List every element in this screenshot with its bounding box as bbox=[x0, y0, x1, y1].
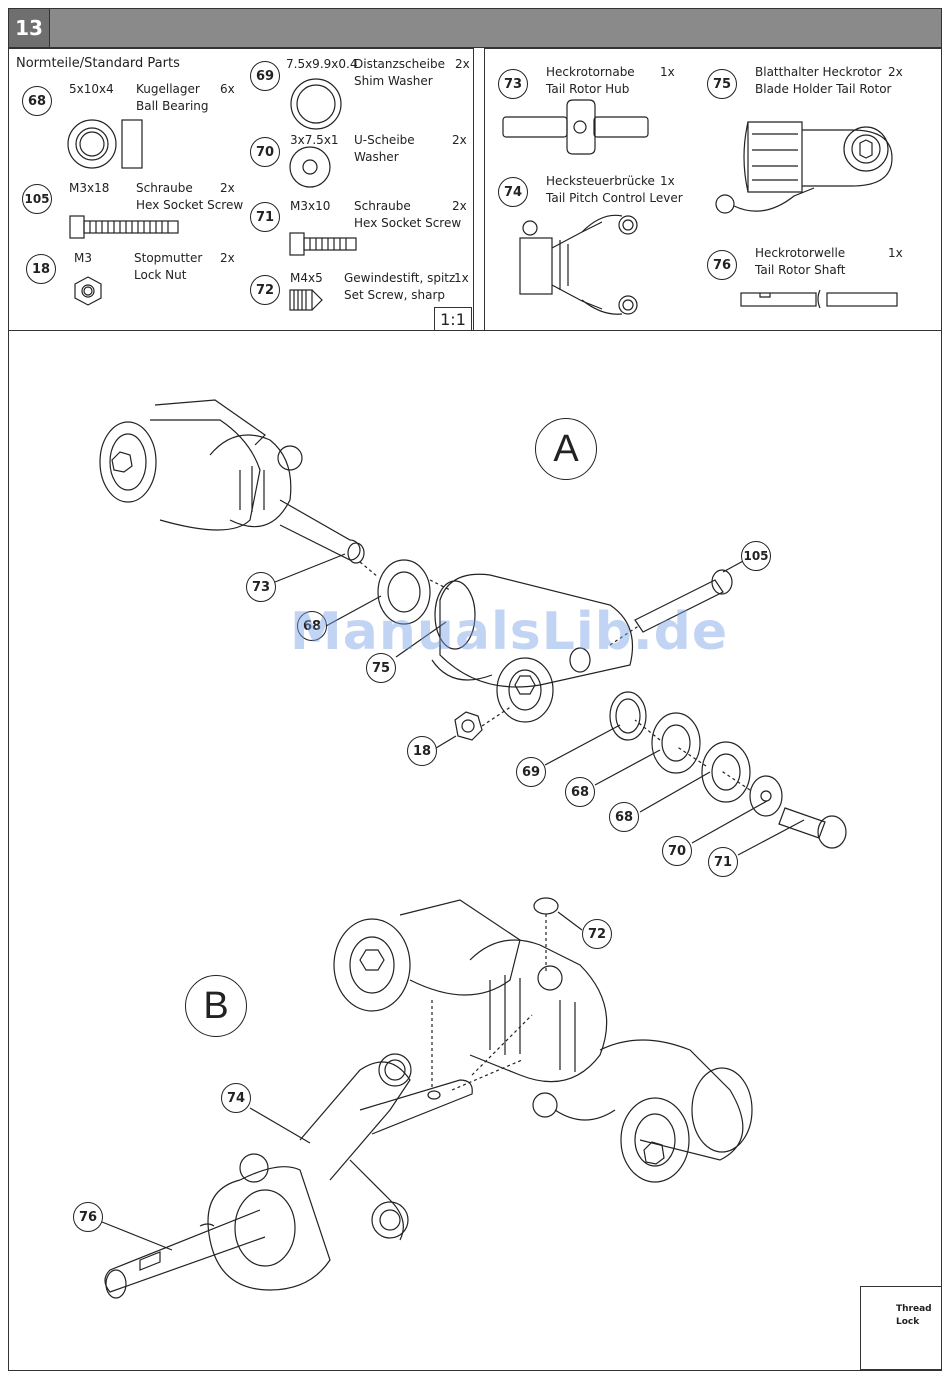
thread-lock-box bbox=[860, 1286, 942, 1370]
callout-72: 72 bbox=[582, 919, 612, 949]
part-name-de: Gewindestift, spitz bbox=[344, 271, 456, 285]
part-name-de: Schraube bbox=[136, 181, 193, 195]
part-name-en: Set Screw, sharp bbox=[344, 288, 445, 302]
part-qty: 2x bbox=[455, 57, 470, 71]
part-name-de: Blatthalter Heckrotor bbox=[755, 65, 882, 79]
part-name-en: Tail Pitch Control Lever bbox=[546, 191, 683, 205]
washer-icon bbox=[289, 146, 331, 188]
part-badge-71: 71 bbox=[250, 202, 280, 232]
part-badge-73: 73 bbox=[498, 69, 528, 99]
tail-rotor-shaft-icon bbox=[740, 289, 898, 309]
part-badge-18: 18 bbox=[26, 254, 56, 284]
diagram-a-label: A bbox=[535, 418, 597, 480]
hex-socket-screw-small-icon bbox=[289, 232, 357, 256]
part-badge-68: 68 bbox=[22, 86, 52, 116]
assembly-panel bbox=[8, 330, 942, 1371]
part-size: 3x7.5x1 bbox=[290, 133, 339, 147]
ball-bearing-icon bbox=[67, 119, 143, 169]
step-header-bar bbox=[8, 8, 942, 48]
watermark: ManualsLib.de bbox=[290, 602, 729, 662]
lock-nut-icon bbox=[74, 276, 102, 306]
part-qty: 2x bbox=[220, 251, 235, 265]
callout-68: 68 bbox=[609, 802, 639, 832]
tail-pitch-lever-icon bbox=[519, 214, 638, 315]
part-name-de: Stopmutter bbox=[134, 251, 203, 265]
callout-70: 70 bbox=[662, 836, 692, 866]
part-qty: 1x bbox=[888, 246, 903, 260]
part-size: 7.5x9.9x0.4 bbox=[286, 57, 358, 71]
part-name-de: Hecksteuerbrücke bbox=[546, 174, 655, 188]
part-size: M3 bbox=[74, 251, 92, 265]
part-name-de: Distanzscheibe bbox=[354, 57, 445, 71]
callout-73: 73 bbox=[246, 572, 276, 602]
part-badge-76: 76 bbox=[707, 250, 737, 280]
thread-lock-line1: Thread bbox=[896, 1304, 932, 1314]
diagram-b-label: B bbox=[185, 975, 247, 1037]
part-size: 5x10x4 bbox=[69, 82, 114, 96]
assembly-a-drawing bbox=[99, 399, 847, 849]
assembly-b-drawing bbox=[104, 897, 753, 1299]
part-name-en: Blade Holder Tail Rotor bbox=[755, 82, 892, 96]
part-size: M4x5 bbox=[290, 271, 323, 285]
blade-holder-icon bbox=[715, 121, 893, 214]
part-name-en: Lock Nut bbox=[134, 268, 187, 282]
part-qty: 2x bbox=[888, 65, 903, 79]
thread-lock-label: Thread Lock bbox=[896, 1303, 932, 1329]
part-badge-105: 105 bbox=[22, 184, 52, 214]
part-name-en: Ball Bearing bbox=[136, 99, 209, 113]
part-badge-74: 74 bbox=[498, 177, 528, 207]
part-qty: 2x bbox=[452, 133, 467, 147]
part-qty: 1x bbox=[454, 271, 469, 285]
part-name-en: Tail Rotor Hub bbox=[546, 82, 630, 96]
hex-socket-screw-icon bbox=[69, 215, 179, 239]
callout-68: 68 bbox=[565, 777, 595, 807]
part-name-en: Washer bbox=[354, 150, 399, 164]
callout-18: 18 bbox=[407, 736, 437, 766]
part-badge-70: 70 bbox=[250, 137, 280, 167]
callout-75: 75 bbox=[366, 653, 396, 683]
callout-74: 74 bbox=[221, 1083, 251, 1113]
callout-76: 76 bbox=[73, 1202, 103, 1232]
set-screw-icon bbox=[289, 289, 323, 311]
part-name-de: Schraube bbox=[354, 199, 411, 213]
callout-68: 68 bbox=[297, 611, 327, 641]
callout-leaders bbox=[101, 553, 805, 1251]
part-badge-69: 69 bbox=[250, 61, 280, 91]
callout-105: 105 bbox=[741, 541, 771, 571]
callout-71: 71 bbox=[708, 847, 738, 877]
step-number: 13 bbox=[8, 8, 50, 48]
part-qty: 1x bbox=[660, 174, 675, 188]
part-qty: 1x bbox=[660, 65, 675, 79]
part-name-de: Kugellager bbox=[136, 82, 200, 96]
part-name-en: Hex Socket Screw bbox=[136, 198, 244, 212]
part-size: M3x18 bbox=[69, 181, 110, 195]
parts-header: Normteile/Standard Parts bbox=[16, 56, 180, 71]
scale-box: 1:1 bbox=[434, 307, 472, 331]
part-name-de: Heckrotornabe bbox=[546, 65, 635, 79]
tail-rotor-hub-icon bbox=[502, 99, 649, 155]
part-name-de: Heckrotorwelle bbox=[755, 246, 846, 260]
shim-washer-icon bbox=[290, 78, 342, 130]
part-name-en: Shim Washer bbox=[354, 74, 433, 88]
part-name-en: Tail Rotor Shaft bbox=[755, 263, 846, 277]
part-qty: 6x bbox=[220, 82, 235, 96]
part-badge-75: 75 bbox=[707, 69, 737, 99]
part-qty: 2x bbox=[220, 181, 235, 195]
part-name-en: Hex Socket Screw bbox=[354, 216, 462, 230]
part-name-de: U-Scheibe bbox=[354, 133, 415, 147]
part-size: M3x10 bbox=[290, 199, 331, 213]
callout-69: 69 bbox=[516, 757, 546, 787]
part-qty: 2x bbox=[452, 199, 467, 213]
thread-lock-line2: Lock bbox=[896, 1317, 920, 1327]
part-badge-72: 72 bbox=[250, 275, 280, 305]
